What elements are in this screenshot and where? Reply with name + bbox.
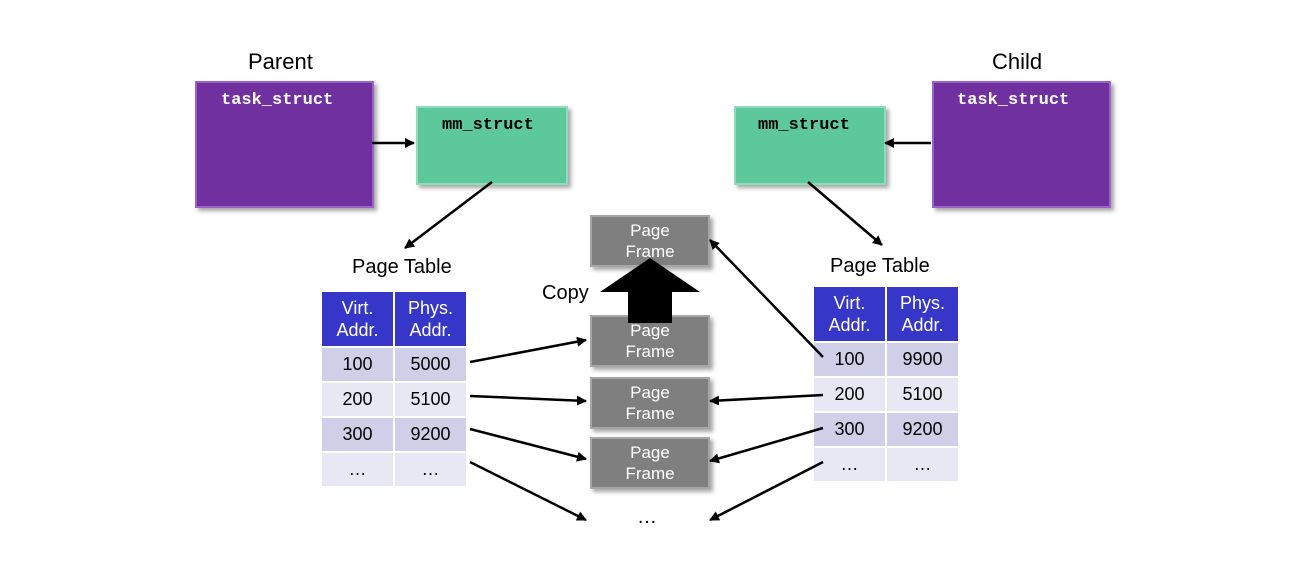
table-row: 100 5000 <box>322 348 466 381</box>
table-cell: 9200 <box>395 418 466 451</box>
table-row: … … <box>814 448 958 481</box>
frame-line: Frame <box>625 342 675 361</box>
table-cell: 9900 <box>887 343 958 376</box>
frame-line: Page <box>630 443 670 462</box>
page-frame-5100: Page Frame <box>590 377 710 429</box>
parent-task-struct-label: task_struct <box>221 91 334 110</box>
arrow-parent-300 <box>469 427 587 462</box>
copy-label: Copy <box>542 282 589 304</box>
child-task-struct-label: task_struct <box>957 91 1070 110</box>
frame-line: Frame <box>625 242 675 261</box>
table-cell: 5000 <box>395 348 466 381</box>
table-header-cell: Virt.Addr. <box>322 292 393 346</box>
table-cell: 300 <box>814 413 885 446</box>
parent-title: Parent <box>248 49 313 74</box>
parent-mm-struct-label: mm_struct <box>442 116 534 135</box>
table-row: … … <box>322 453 466 486</box>
table-cell: 200 <box>814 378 885 411</box>
table-cell: … <box>395 453 466 486</box>
table-cell: 300 <box>322 418 393 451</box>
arrow-parent-ellipsis <box>469 460 587 522</box>
parent-mm-struct-box: mm_struct <box>416 106 568 185</box>
table-cell: 5100 <box>887 378 958 411</box>
table-header-cell: Phys.Addr. <box>887 287 958 341</box>
header-line: Addr. <box>828 315 871 335</box>
arrow-child-200 <box>709 393 824 406</box>
header-line: Virt. <box>833 293 866 313</box>
frame-line: Frame <box>625 464 675 483</box>
table-cell: 5100 <box>395 383 466 416</box>
header-line: Addr. <box>409 320 452 340</box>
table-header-row: Virt.Addr. Phys.Addr. <box>814 287 958 341</box>
frame-line: Page <box>630 221 670 240</box>
table-cell: … <box>814 448 885 481</box>
arrow-child-100 <box>709 239 824 358</box>
table-cell: … <box>887 448 958 481</box>
table-header-cell: Phys.Addr. <box>395 292 466 346</box>
table-row: 200 5100 <box>814 378 958 411</box>
frame-line: Page <box>630 321 670 340</box>
header-line: Addr. <box>901 315 944 335</box>
table-row: 300 9200 <box>814 413 958 446</box>
header-line: Phys. <box>899 293 946 313</box>
child-title: Child <box>992 49 1043 74</box>
child-page-table: Virt.Addr. Phys.Addr. 100 9900 200 5100 … <box>812 285 960 483</box>
header-line: Addr. <box>336 320 379 340</box>
table-cell: 9200 <box>887 413 958 446</box>
child-page-table-title: Page Table <box>830 255 930 277</box>
table-row: 100 9900 <box>814 343 958 376</box>
arrow-child-ellipsis <box>709 460 824 522</box>
table-row: 200 5100 <box>322 383 466 416</box>
header-line: Phys. <box>407 298 454 318</box>
table-cell: 200 <box>322 383 393 416</box>
frame-line: Page <box>630 383 670 402</box>
memory-ellipsis: … <box>637 506 657 528</box>
child-task-struct-box: task_struct <box>932 81 1111 208</box>
arrow-child-mm-to-table <box>807 181 883 246</box>
copy-block-arrow <box>600 258 700 323</box>
table-row: 300 9200 <box>322 418 466 451</box>
table-header-row: Virt.Addr. Phys.Addr. <box>322 292 466 346</box>
arrow-parent-100 <box>469 336 587 364</box>
table-cell: 100 <box>814 343 885 376</box>
arrow-child-300 <box>709 426 824 464</box>
table-cell: 100 <box>322 348 393 381</box>
child-mm-struct-label: mm_struct <box>758 116 850 135</box>
parent-page-table-title: Page Table <box>352 256 452 278</box>
table-header-cell: Virt.Addr. <box>814 287 885 341</box>
table-cell: … <box>322 453 393 486</box>
header-line: Virt. <box>341 298 374 318</box>
parent-task-struct-box: task_struct <box>195 81 374 208</box>
arrow-parent-mm-to-table <box>404 181 493 249</box>
page-frame-9200: Page Frame <box>590 437 710 489</box>
arrow-parent-200 <box>469 394 587 406</box>
frame-line: Frame <box>625 404 675 423</box>
parent-page-table: Virt.Addr. Phys.Addr. 100 5000 200 5100 … <box>320 290 468 488</box>
page-frame-5000: Page Frame <box>590 315 710 367</box>
